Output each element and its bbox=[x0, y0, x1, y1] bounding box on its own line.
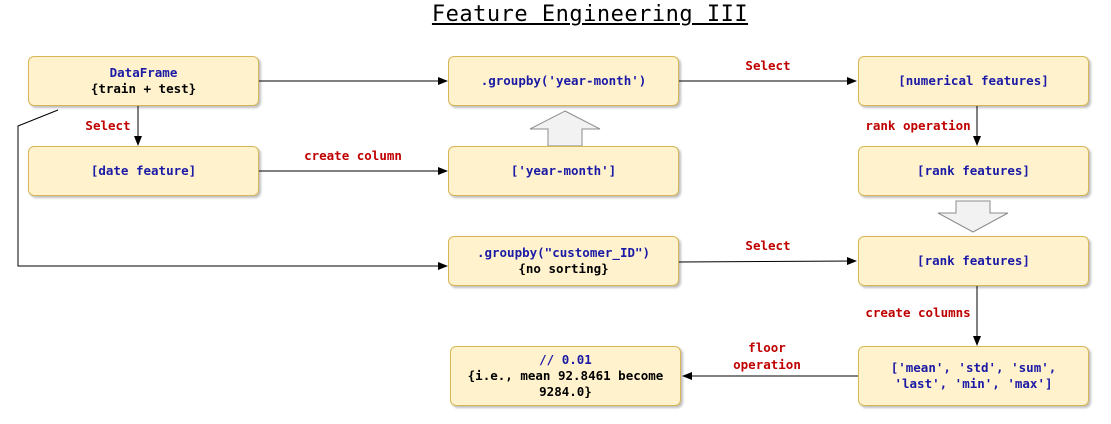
groupby-customer-text: .groupby("customer_ID") bbox=[476, 245, 651, 260]
diagram-title: Feature Engineering III bbox=[431, 2, 749, 27]
label-floor-operation: floor operation bbox=[712, 339, 822, 373]
label-create-column: create column bbox=[304, 148, 402, 163]
aggregations-box: ['mean', 'std', 'sum', 'last', 'min', 'm… bbox=[858, 346, 1089, 406]
floor-result-line-1: // 0.01 bbox=[539, 352, 592, 367]
groupby-customer-subtitle: {no sorting} bbox=[518, 261, 609, 276]
label-select-top: Select bbox=[745, 58, 791, 73]
rank-features-box-1: [rank features] bbox=[858, 146, 1089, 196]
label-floor-line-1: floor bbox=[748, 340, 786, 355]
aggregations-line-2: 'last', 'min', 'max'] bbox=[894, 376, 1053, 391]
label-select-left: Select bbox=[85, 118, 131, 133]
block-arrow-down-icon bbox=[937, 200, 1009, 233]
rank-features-box-2: [rank features] bbox=[858, 236, 1089, 286]
date-feature-text: [date feature] bbox=[90, 163, 197, 178]
block-arrow-up-icon bbox=[529, 110, 601, 147]
numerical-features-text: [numerical features] bbox=[898, 73, 1049, 88]
label-select-middle: Select bbox=[745, 238, 791, 253]
floor-result-line-2: {i.e., mean 92.8461 become bbox=[467, 368, 664, 383]
groupby-customer-box: .groupby("customer_ID") {no sorting} bbox=[448, 236, 679, 286]
date-feature-box: [date feature] bbox=[28, 146, 259, 196]
groupby-year-month-box: .groupby('year-month') bbox=[448, 56, 679, 106]
dataframe-box-subtitle: {train + test} bbox=[90, 81, 197, 96]
arrow-dataframe-to-customer-groupby bbox=[17, 109, 448, 270]
dataframe-box: DataFrame {train + test} bbox=[28, 56, 259, 106]
dataframe-box-title: DataFrame bbox=[109, 65, 178, 80]
arrow-customer-to-rank bbox=[678, 257, 857, 266]
year-month-text: ['year-month'] bbox=[510, 163, 617, 178]
numerical-features-box: [numerical features] bbox=[858, 56, 1089, 106]
aggregations-line-1: ['mean', 'std', 'sum', bbox=[890, 360, 1057, 375]
floor-result-line-3: 9284.0} bbox=[539, 384, 592, 399]
rank-features-text-2: [rank features] bbox=[917, 253, 1030, 268]
groupby-year-month-text: .groupby('year-month') bbox=[480, 73, 647, 88]
floor-result-box: // 0.01 {i.e., mean 92.8461 become 9284.… bbox=[450, 346, 681, 406]
year-month-box: ['year-month'] bbox=[448, 146, 679, 196]
label-rank-operation: rank operation bbox=[865, 118, 971, 133]
rank-features-text-1: [rank features] bbox=[917, 163, 1030, 178]
label-floor-line-2: operation bbox=[733, 357, 801, 372]
label-create-columns: create columns bbox=[865, 305, 971, 320]
